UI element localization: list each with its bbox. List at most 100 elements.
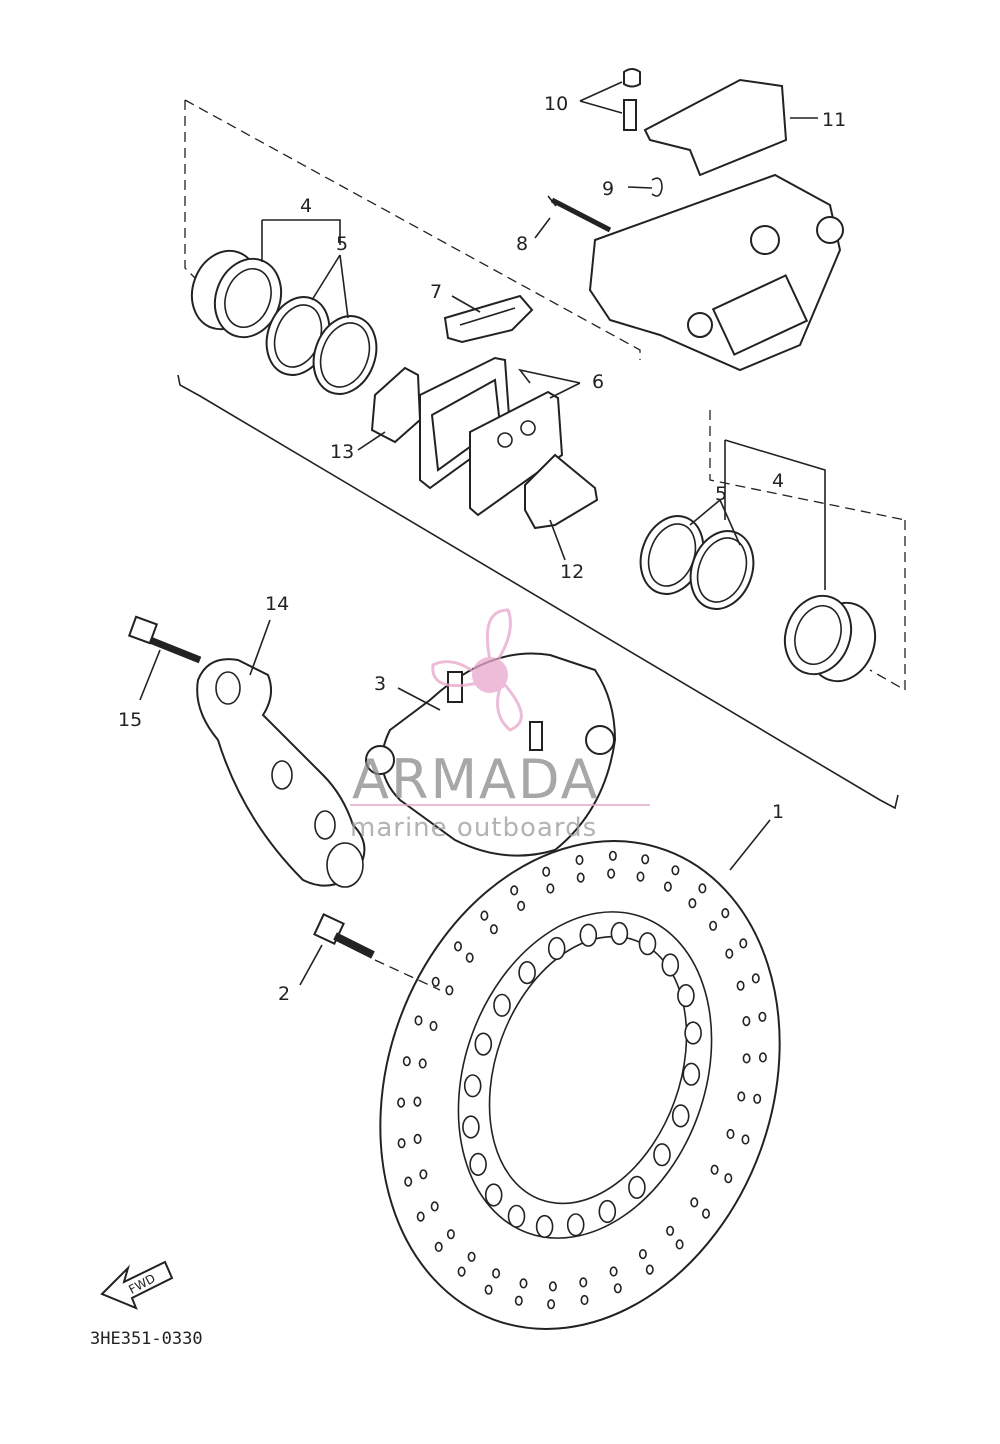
outer-vent-hole [721,907,730,919]
inner-vent-hole [598,1199,617,1224]
outer-vent-hole [431,976,440,987]
outer-vent-hole [698,883,707,894]
caliper-bracket [196,658,366,888]
outer-vent-hole [580,1294,589,1306]
bracket-bolt [127,615,202,664]
callout-9: 9 [602,178,614,200]
caliper-cover [643,78,788,177]
outer-vent-hole [414,1015,423,1026]
outer-vent-hole [418,1058,427,1069]
outer-vent-hole [514,1295,523,1306]
outer-vent-hole [510,885,519,896]
outer-vent-hole [607,868,616,879]
callout-5-lower: 5 [715,483,727,505]
outer-vent-hole [467,1251,476,1262]
outer-vent-hole [446,1229,455,1240]
callout-2: 2 [278,983,290,1005]
watermark-tagline: marine outboards [350,813,597,843]
outer-vent-hole [709,920,718,931]
inner-vent-hole [653,1143,671,1167]
inner-vent-hole [484,1183,503,1207]
outer-vent-hole [445,985,454,996]
outer-vent-hole [519,1278,528,1289]
pad-pin [547,195,612,233]
callout-8: 8 [516,233,528,255]
inner-vent-hole [462,1115,480,1139]
piston-left [190,249,283,339]
outer-vent-hole [489,924,498,935]
inner-vent-hole [469,1152,487,1176]
outer-vent-hole [725,948,734,959]
callout-labels: 1 2 3 4 4 5 5 6 7 8 9 10 11 12 13 14 15 [118,93,846,1005]
callout-4-upper: 4 [300,195,312,217]
pin-clip [651,177,663,197]
piston-seals-left [265,296,378,395]
callout-11: 11 [822,109,846,131]
outer-vent-hole [753,1093,762,1104]
outer-vent-hole [576,872,585,883]
inner-vent-hole [682,1062,701,1086]
outer-vent-hole [751,973,760,984]
pad-shim-right [524,453,599,530]
inner-vent-hole [474,1032,493,1056]
pad-spring [443,294,534,344]
outer-vent-hole [675,1239,684,1250]
outer-vent-hole [416,1211,425,1222]
outer-vent-hole [641,854,650,865]
outer-vent-hole [517,900,526,912]
disc-bolt [313,913,375,959]
bleed-screw [623,68,641,131]
pad-shim-left [370,366,422,444]
outer-vent-hole [739,938,748,949]
outer-vent-hole [638,1248,647,1260]
outer-vent-hole [726,1128,735,1140]
inner-vent-hole [610,921,629,946]
callout-14: 14 [265,593,289,615]
outer-vent-hole [546,883,555,894]
outer-vent-hole [434,1241,443,1252]
outer-vent-hole [737,1091,746,1102]
outer-vent-hole [575,854,584,866]
callout-15: 15 [118,709,142,731]
outer-vent-hole [542,866,551,877]
upper-assembly-frame [177,99,906,810]
piston-right [783,594,877,683]
outer-vent-hole [579,1277,588,1288]
inner-vent-hole [535,1214,554,1239]
piston-seals-right [639,515,755,610]
outer-vent-hole [710,1164,719,1175]
outer-vent-hole [724,1173,733,1184]
outer-vent-hole [613,1283,622,1294]
outer-vent-hole [548,1281,557,1292]
outer-vent-hole [736,980,745,991]
callout-6: 6 [592,371,604,393]
propeller-logo [431,608,523,732]
outer-vent-hole [758,1052,767,1063]
outer-vent-hole [457,1266,466,1277]
brake-disc [379,840,781,1330]
outer-vent-hole [666,1225,675,1236]
outer-vent-hole [492,1268,501,1279]
outer-vent-hole [608,850,617,861]
outer-vent-hole [663,881,672,892]
inner-vent-hole [671,1104,690,1128]
callout-7: 7 [430,281,442,303]
outer-vent-hole [397,1138,406,1149]
outer-vent-hole [453,941,462,952]
watermark: ARMADA marine outboards [350,608,650,843]
outer-vent-hole [484,1284,493,1295]
outer-vent-hole [636,871,645,882]
inner-vent-hole [677,983,695,1008]
callout-3: 3 [374,673,386,695]
inner-vent-hole [661,953,680,977]
inner-vent-hole [463,1074,482,1098]
inner-vent-hole [518,960,536,985]
outer-vent-hole [429,1020,438,1032]
diagram-code: 3HE351-0330 [90,1329,203,1349]
outer-vent-hole [758,1011,767,1022]
outer-vent-hole [609,1266,618,1277]
inner-vent-hole [566,1213,585,1237]
watermark-brand: ARMADA [352,748,600,811]
inner-vent-hole [507,1204,526,1228]
